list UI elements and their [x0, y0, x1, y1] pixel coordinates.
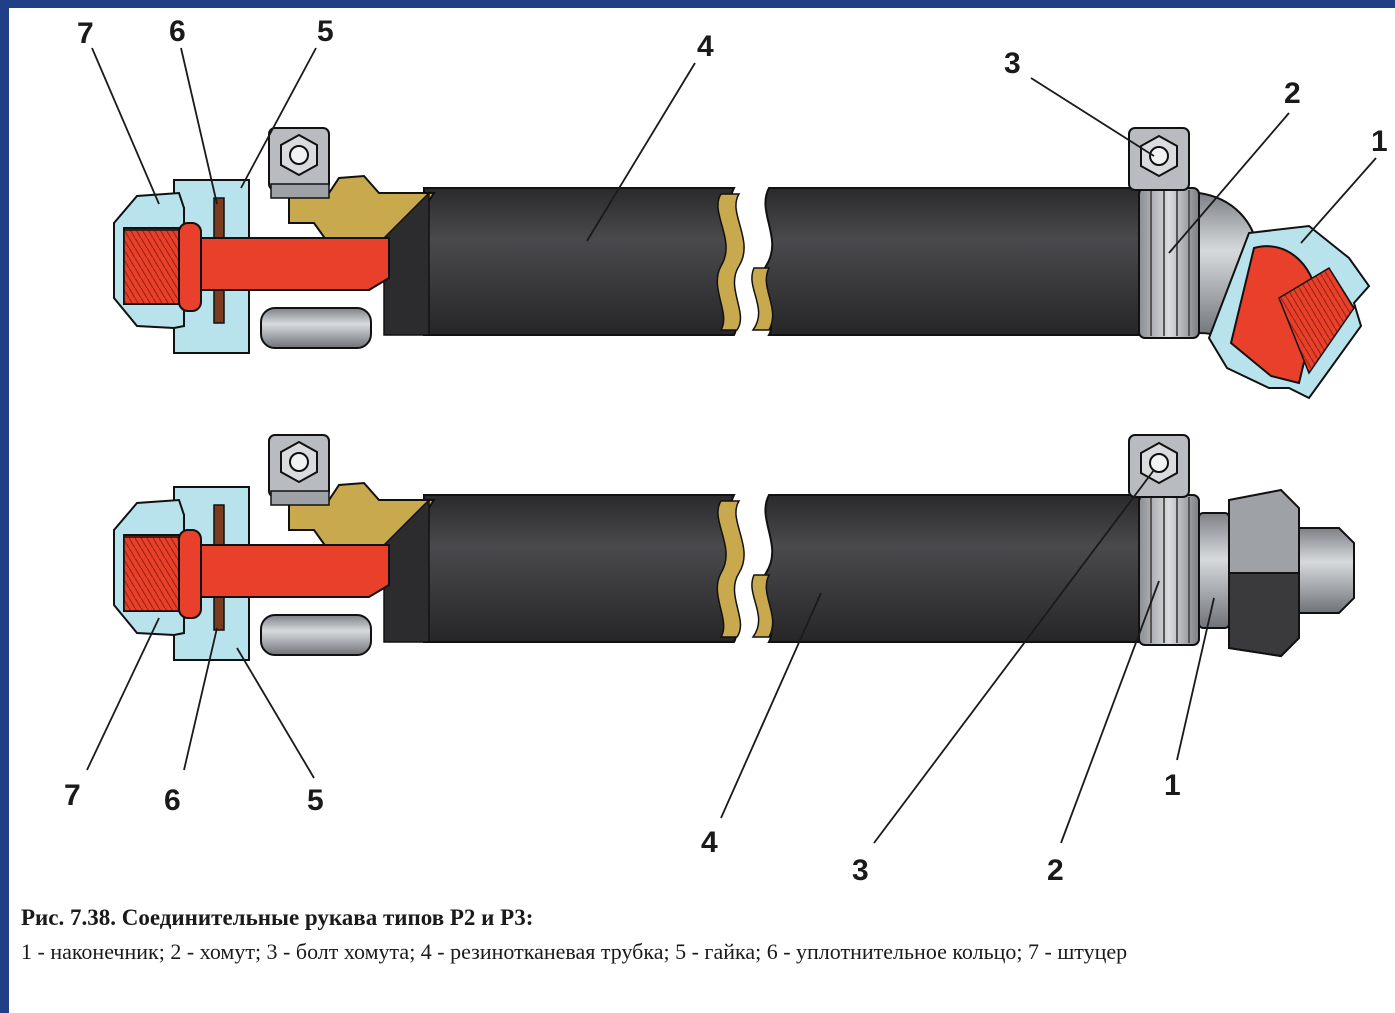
top-clamp-right-bolt [1128, 127, 1190, 191]
bottom-break-left [716, 500, 745, 638]
bottom-label-3: 3 [852, 854, 869, 887]
top-hose-right [759, 187, 1145, 336]
bottom-label-4: 4 [701, 826, 718, 859]
bottom-label-7: 7 [64, 779, 81, 812]
bottom-label-1: 1 [1164, 769, 1181, 802]
bottom-clamp-right-bolt [1128, 434, 1190, 498]
top-label-7: 7 [77, 17, 94, 50]
bottom-label-6: 6 [164, 784, 181, 817]
bottom-clamp-right [1138, 494, 1200, 646]
bottom-hose-inner [383, 498, 430, 643]
top-angled-tip-thread [1278, 266, 1355, 375]
top-clamp-right [1138, 187, 1200, 339]
top-hose-inner [383, 191, 430, 336]
top-break-right [751, 267, 774, 331]
bottom-hose-left [423, 494, 739, 643]
caption-legend: 1 - наконечник; 2 - хомут; 3 - болт хому… [21, 939, 1128, 964]
top-label-4: 4 [697, 30, 714, 63]
bottom-clamp-left-band [260, 614, 372, 656]
top-label-1: 1 [1371, 125, 1388, 158]
bottom-leaders [86, 469, 1215, 844]
bottom-label-2: 2 [1047, 854, 1064, 887]
top-label-6: 6 [169, 15, 186, 48]
top-assembly: 7 6 5 4 3 2 1 [77, 15, 1388, 400]
top-label-2: 2 [1284, 77, 1301, 110]
top-hose-left [423, 187, 739, 336]
bottom-clamp-left-bolt [268, 434, 330, 506]
bottom-break-right [751, 574, 774, 638]
bottom-hose-right [759, 494, 1145, 643]
top-leaders [91, 47, 1377, 254]
top-angled-tip-nipple [1229, 245, 1319, 385]
hose-diagram: 7 6 5 4 3 2 1 [64, 15, 1388, 887]
bottom-nipple-collar [178, 529, 202, 619]
top-clamp-left-band [260, 307, 372, 349]
top-clamp-left-bolt [268, 127, 330, 199]
caption-title: Рис. 7.38. Соединительные рукава типов Р… [21, 905, 534, 930]
bottom-assembly: 7 6 5 4 3 2 1 [64, 434, 1355, 887]
bottom-straight-tip [1198, 488, 1355, 658]
top-break-left [716, 193, 745, 331]
top-nipple-thread [123, 229, 181, 305]
top-label-5: 5 [317, 15, 334, 48]
bottom-label-5: 5 [307, 784, 324, 817]
top-nipple-collar [178, 222, 202, 312]
bottom-nipple-thread [123, 536, 181, 612]
top-label-3: 3 [1004, 47, 1021, 80]
figure-frame: 7 6 5 4 3 2 1 [9, 8, 1395, 1013]
figure-caption: Рис. 7.38. Соединительные рукава типов Р… [21, 901, 1393, 969]
